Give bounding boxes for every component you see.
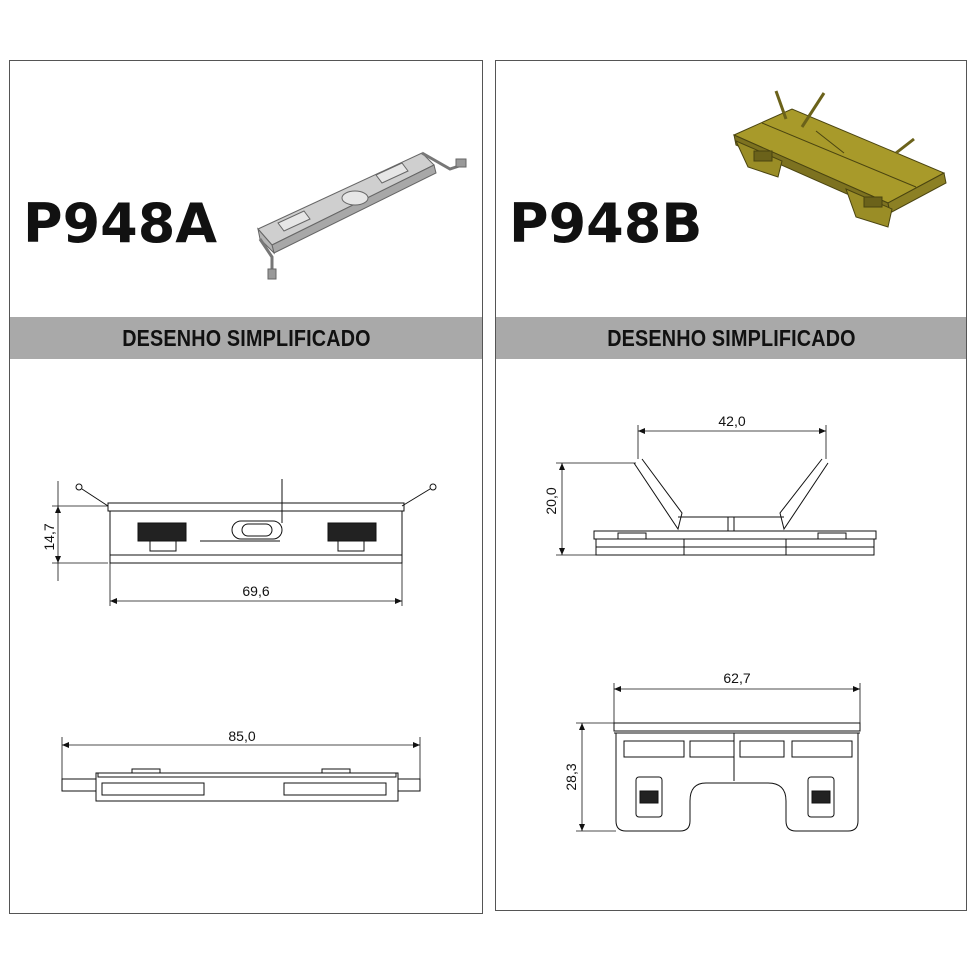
product-code: P948B — [509, 192, 703, 255]
dim-height: 14,7 — [41, 523, 57, 550]
bottom-view-p948b: 62,7 28,3 — [563, 670, 861, 832]
dim-arm-spread: 42,0 — [718, 413, 745, 429]
render-3d-p948a — [257, 151, 467, 280]
section-title: DESENHO SIMPLIFICADO — [606, 324, 856, 351]
dim-width: 69,6 — [242, 583, 269, 599]
render-3d-p948b — [732, 90, 947, 228]
dim-depth: 28,3 — [563, 763, 579, 790]
panel-p948a: P948A DESENHO SIMPLIFICADO — [9, 60, 483, 914]
section-band: DESENHO SIMPLIFICADO — [496, 317, 966, 359]
dim-length: 85,0 — [228, 728, 255, 744]
section-band: DESENHO SIMPLIFICADO — [10, 317, 482, 359]
dim-width: 62,7 — [723, 670, 750, 686]
section-title: DESENHO SIMPLIFICADO — [121, 324, 371, 351]
product-code: P948A — [23, 192, 218, 255]
dim-height: 20,0 — [543, 487, 559, 514]
front-view-p948b: 42,0 20,0 — [543, 413, 877, 556]
top-view-p948a: 85,0 — [61, 728, 421, 802]
panel-p948b: P948B DESENHO SIMPLIFICADO — [495, 60, 967, 911]
front-view-p948a: 14,7 69,6 — [41, 479, 437, 606]
